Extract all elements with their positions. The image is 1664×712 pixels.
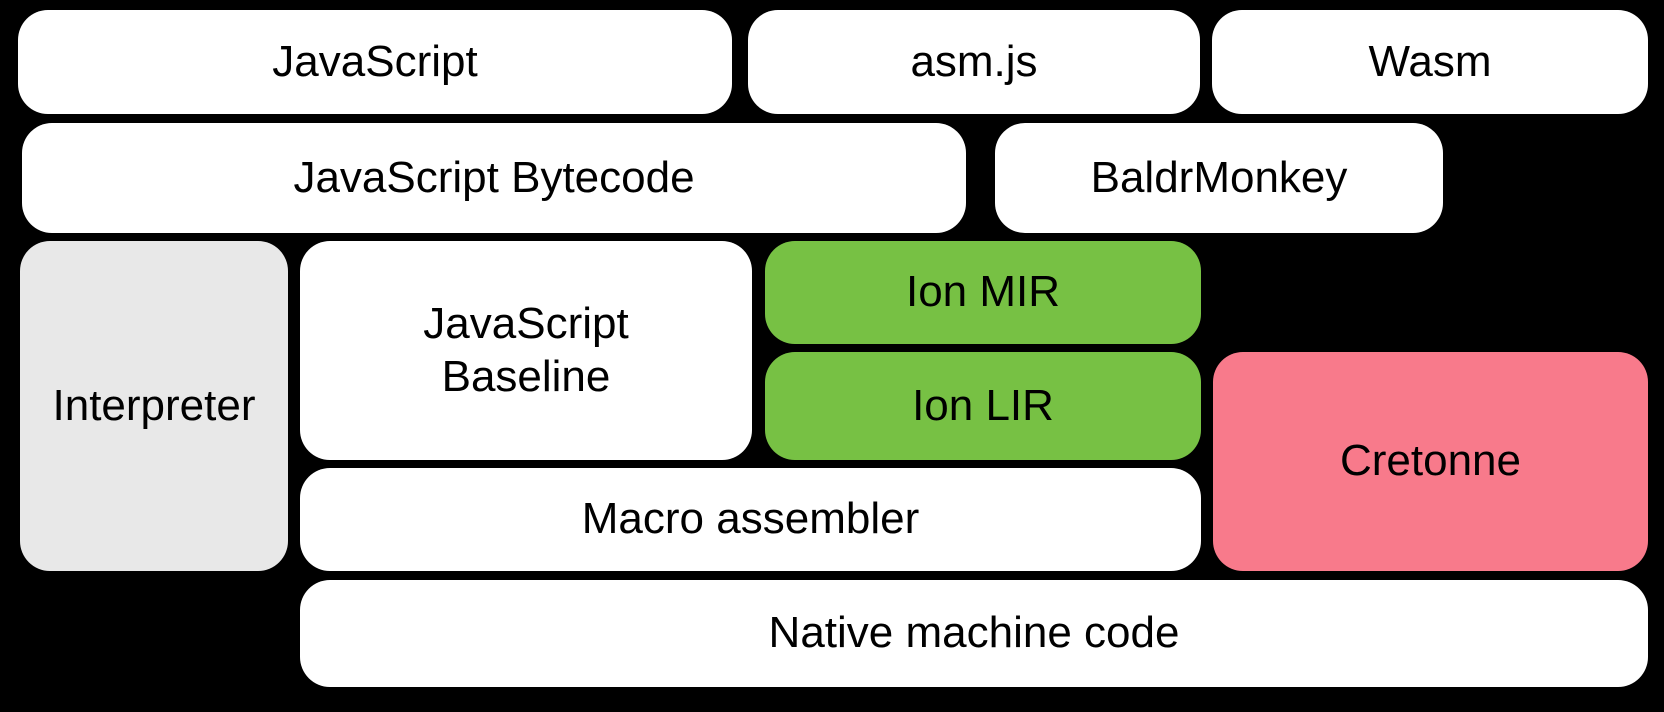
node-wasm: Wasm	[1212, 10, 1648, 114]
node-label-asmjs: asm.js	[910, 36, 1038, 86]
node-ion-mir: Ion MIR	[765, 241, 1201, 344]
node-label-ion-lir: Ion LIR	[912, 380, 1054, 430]
node-label-ion-mir: Ion MIR	[905, 267, 1061, 317]
node-label-javascript-baseline: JavaScript Baseline	[423, 298, 629, 401]
node-label-javascript: JavaScript	[272, 36, 478, 86]
node-javascript-baseline: JavaScript Baseline	[300, 241, 752, 460]
node-label-javascript-bytecode: JavaScript Bytecode	[293, 152, 695, 202]
node-interpreter: Interpreter	[20, 241, 288, 571]
node-javascript: JavaScript	[18, 10, 732, 114]
node-label-cretonne: Cretonne	[1339, 436, 1521, 486]
node-ion-lir: Ion LIR	[765, 352, 1201, 460]
node-label-macro-assembler: Macro assembler	[581, 494, 920, 544]
node-baldrmonkey: BaldrMonkey	[995, 123, 1443, 233]
node-label-baldrmonkey: BaldrMonkey	[1090, 152, 1348, 202]
node-label-wasm: Wasm	[1368, 36, 1492, 86]
node-native-machine-code: Native machine code	[300, 580, 1648, 687]
node-label-native-machine-code: Native machine code	[768, 608, 1180, 658]
node-javascript-bytecode: JavaScript Bytecode	[22, 123, 966, 233]
node-label-interpreter: Interpreter	[52, 380, 256, 430]
node-cretonne: Cretonne	[1213, 352, 1648, 571]
node-macro-assembler: Macro assembler	[300, 468, 1201, 571]
node-asmjs: asm.js	[748, 10, 1200, 114]
